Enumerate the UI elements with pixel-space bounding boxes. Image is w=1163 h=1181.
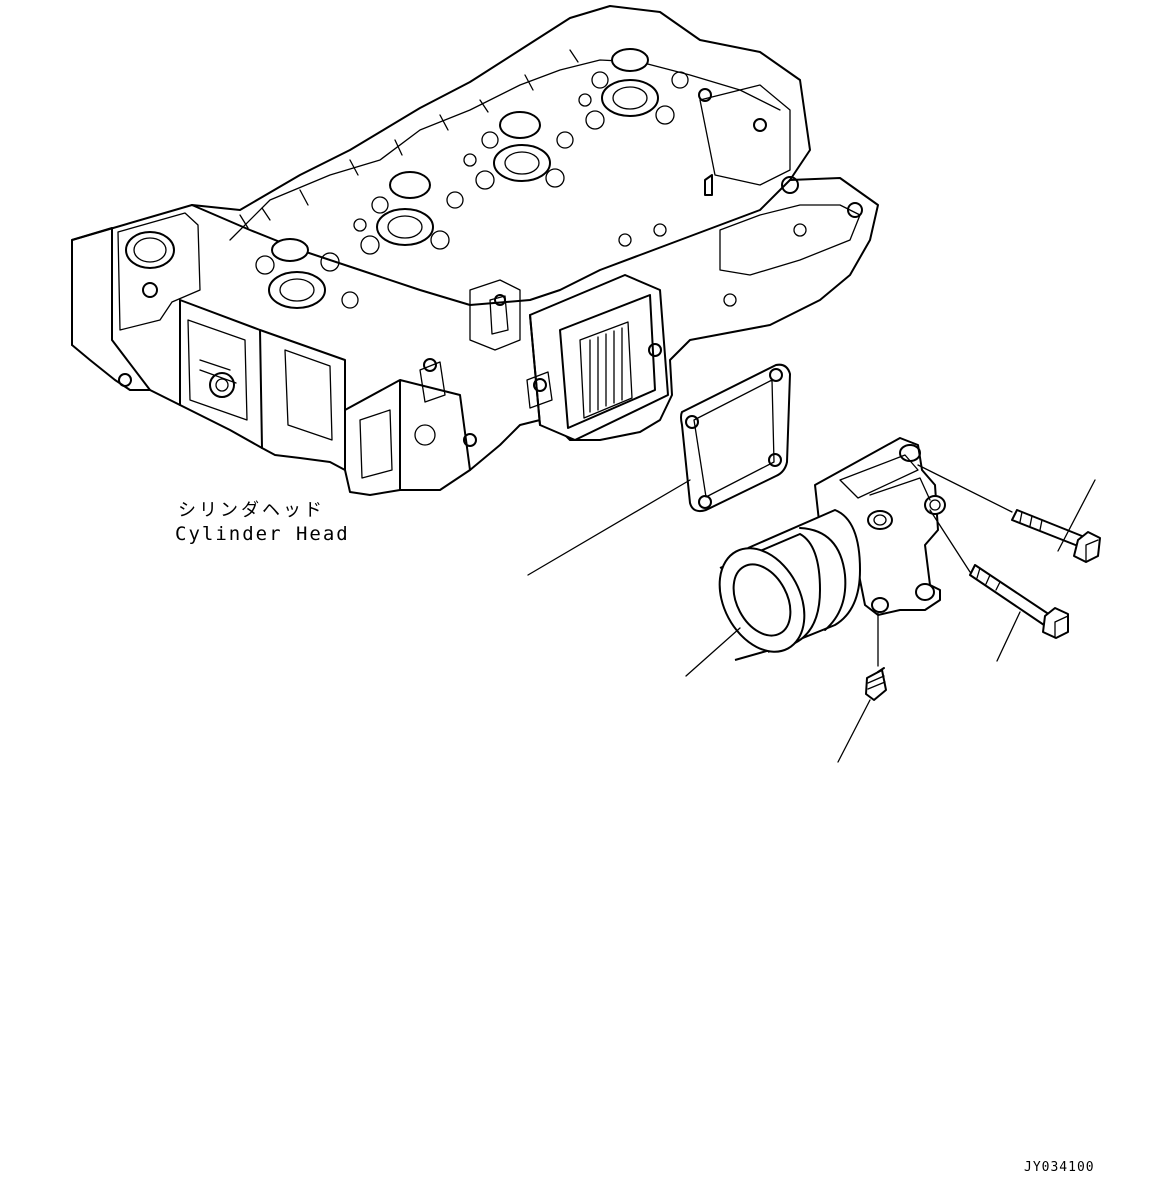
cylinder-head-label-jp: シリンダヘッド (178, 500, 325, 521)
cylinder-head (71, 5, 879, 496)
bolt (969, 564, 1069, 639)
thermostat-housing (718, 437, 946, 661)
drawing-code: JY034100 (1024, 1160, 1095, 1175)
bolt (1011, 509, 1101, 563)
plug (865, 667, 887, 701)
leader-lines (527, 479, 1096, 763)
cylinder-head-label-en: Cylinder Head (175, 523, 350, 545)
alignment-lines (877, 464, 1013, 667)
gasket (680, 363, 791, 513)
